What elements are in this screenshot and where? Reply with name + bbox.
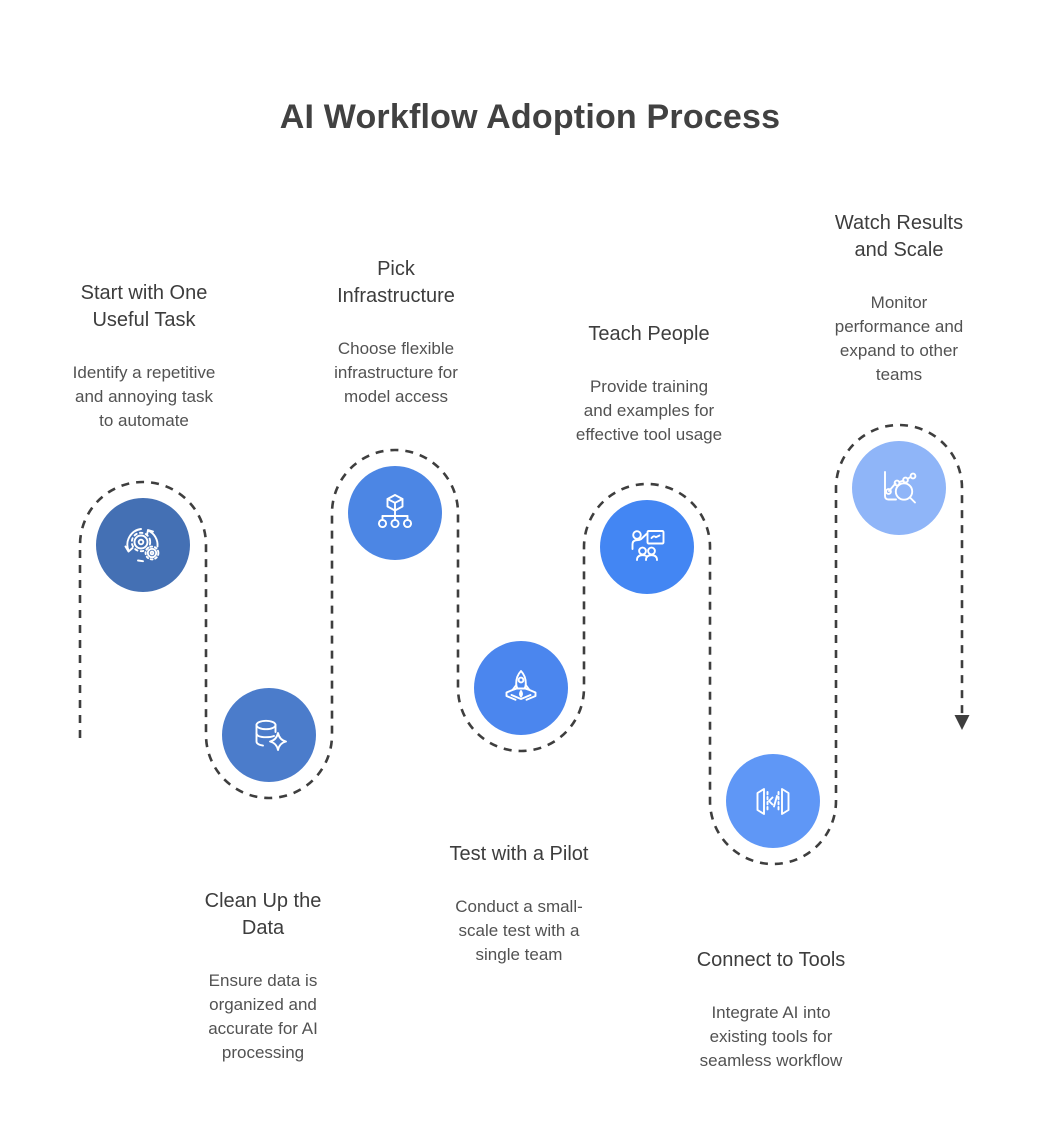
- rocket-launch-icon: [505, 670, 537, 701]
- step-node: [600, 500, 694, 594]
- step-description: Identify a repetitive and annoying task …: [72, 363, 216, 430]
- step-description: Provide training and examples for effect…: [575, 377, 723, 444]
- step-title: Test with a Pilot: [449, 843, 589, 865]
- step-node: [96, 498, 190, 592]
- step-circle: [96, 498, 190, 592]
- automation-gears-icon: [124, 528, 160, 563]
- step-description: Integrate AI into existing tools for sea…: [699, 1003, 843, 1070]
- step-text-teach-people: Teach People Provide training and exampl…: [539, 303, 759, 465]
- step-node: [474, 641, 568, 735]
- step-description: Ensure data is organized and accurate fo…: [208, 971, 318, 1062]
- step-circle: [726, 754, 820, 848]
- step-title: Watch Results and Scale: [834, 212, 964, 261]
- step-description: Monitor performance and expand to other …: [834, 293, 964, 384]
- step-node: [348, 466, 442, 560]
- step-description: Choose flexible infrastructure for model…: [334, 339, 458, 406]
- analytics-search-icon: [884, 471, 917, 504]
- step-node: [726, 754, 820, 848]
- step-node: [852, 441, 946, 535]
- step-text-pick-infrastructure: Pick Infrastructure Choose flexible infr…: [286, 238, 506, 427]
- step-title: Connect to Tools: [696, 949, 846, 971]
- process-path: [78, 423, 964, 866]
- step-text-start-with-one-useful-task: Start with One Useful Task Identify a re…: [34, 262, 254, 451]
- step-circle: [600, 500, 694, 594]
- database-sparkle-icon: [255, 719, 287, 751]
- infrastructure-nodes-icon: [377, 494, 413, 529]
- step-description: Conduct a small- scale test with a singl…: [455, 897, 583, 964]
- step-title: Clean Up the Data: [204, 890, 322, 939]
- training-presentation-icon: [631, 530, 665, 561]
- step-circle: [852, 441, 946, 535]
- step-text-test-with-a-pilot: Test with a Pilot Conduct a small- scale…: [409, 823, 629, 985]
- step-node: [222, 688, 316, 782]
- step-circle: [222, 688, 316, 782]
- diagram-title: AI Workflow Adoption Process: [279, 98, 781, 136]
- step-text-connect-to-tools: Connect to Tools Integrate AI into exist…: [661, 929, 881, 1091]
- step-text-clean-up-the-data: Clean Up the Data Ensure data is organiz…: [153, 870, 373, 1083]
- code-integration-icon: [756, 788, 790, 815]
- step-title: Start with One Useful Task: [80, 282, 208, 331]
- step-title: Pick Infrastructure: [337, 258, 455, 307]
- path-arrowhead-icon: [954, 715, 970, 730]
- step-text-watch-results-and-scale: Watch Results and Scale Monitor performa…: [789, 192, 1009, 405]
- step-title: Teach People: [588, 323, 710, 345]
